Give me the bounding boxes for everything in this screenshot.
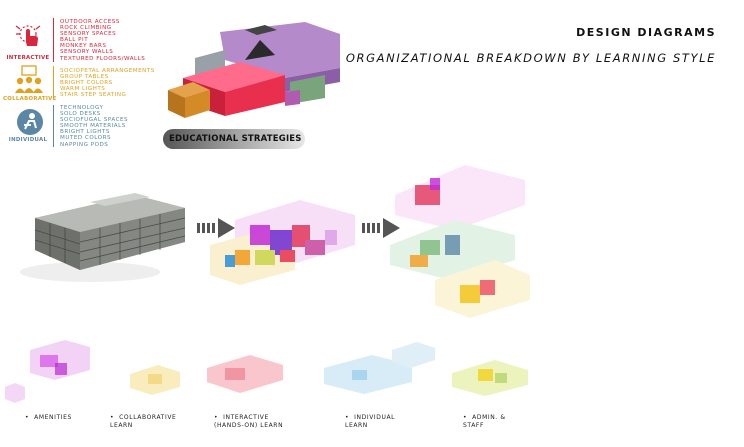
list-item: ROCK CLIMBING: [60, 25, 112, 32]
caption-line: LEARN: [110, 421, 133, 429]
bullet: •: [25, 414, 30, 421]
admin-staff-program-diagram: [452, 360, 528, 396]
exploded-program-diagram: [390, 165, 530, 318]
bullet: •: [463, 414, 468, 421]
list-item: BRIGHT LIGHTS: [60, 129, 110, 136]
list-item: TEXTURED FLOORS/WALLS: [60, 55, 146, 62]
legend-divider: [53, 105, 54, 147]
list-item: BRIGHT COLORS: [60, 80, 113, 87]
list-item: SOCIOFUGAL SPACES: [60, 117, 129, 124]
caption-interactive: • INTERACTIVE (HANDS-ON) LEARN: [214, 414, 283, 429]
caption-line: STAFF: [463, 421, 485, 429]
bullet: •: [110, 414, 115, 421]
list-item: MONKEY BARS: [60, 43, 107, 50]
legend-items-collaborative: SOCIOPETAL ARRANGEMENTS GROUP TABLES BRI…: [60, 68, 155, 98]
caption-line: AMENITIES: [34, 414, 72, 421]
legend-label-collaborative: COLLABORATIVE: [3, 96, 57, 102]
list-item: SENSORY WALLS: [60, 49, 114, 56]
list-item: WARM LIGHTS: [60, 86, 106, 93]
caption-line: LEARN: [345, 421, 368, 429]
list-item: MUTED COLORS: [60, 135, 112, 142]
collaborative-program-diagram: [130, 365, 180, 395]
legend-items-individual: TECHNOLOGY SOLO DESKS SOCIOFUGAL SPACES …: [60, 105, 128, 148]
caption-line: (HANDS-ON) LEARN: [214, 421, 284, 429]
list-item: BALL PIT: [60, 37, 89, 44]
legend-divider: [53, 66, 54, 98]
list-item: SOCIOPETAL ARRANGEMENTS: [60, 68, 155, 74]
hand-pointer-icon: [15, 25, 41, 46]
legend-label-individual: INDIVIDUAL: [8, 137, 48, 143]
combined-program-diagram: [210, 200, 355, 285]
caption-amenities: • AMENITIES: [25, 414, 72, 422]
list-item: SMOOTH MATERIALS: [60, 123, 126, 130]
page-subtitle: ORGANIZATIONAL BREAKDOWN BY LEARNING STY…: [345, 51, 716, 65]
caption-line: INDIVIDUAL: [354, 414, 396, 421]
list-item: OUTDOOR ACCESS: [60, 19, 120, 25]
arrow-right-icon: [362, 218, 400, 238]
person-reading-icon: [17, 109, 43, 135]
bullet: •: [345, 414, 350, 421]
caption-collaborative: • COLLABORATIVE LEARN: [110, 414, 176, 429]
interactive-program-diagram: [207, 355, 283, 393]
caption-line: ADMIN. &: [472, 414, 506, 421]
caption-line: COLLABORATIVE: [119, 414, 177, 421]
group-people-icon: [15, 65, 43, 93]
building-model: [20, 193, 186, 282]
legend-divider: [53, 18, 54, 62]
page-title: DESIGN DIAGRAMS: [576, 26, 716, 39]
caption-line: INTERACTIVE: [223, 414, 269, 421]
caption-individual: • INDIVIDUAL LEARN: [345, 414, 395, 429]
list-item: GROUP TABLES: [60, 74, 109, 81]
list-item: TECHNOLOGY: [60, 105, 104, 111]
educational-strategies-label: EDUCATIONAL STRATEGIES: [163, 129, 305, 149]
bullet: •: [214, 414, 219, 421]
massing-model-diagram: [168, 22, 340, 118]
list-item: STAIR STEP SEATING: [60, 92, 127, 99]
list-item: SENSORY SPACES: [60, 31, 117, 38]
legend-items-interactive: OUTDOOR ACCESS ROCK CLIMBING SENSORY SPA…: [60, 19, 145, 62]
individual-program-diagram: [324, 342, 435, 394]
list-item: NAPPING PODS: [60, 141, 109, 148]
amenities-program-diagram: [5, 340, 90, 403]
legend-label-interactive: INTERACTIVE: [6, 55, 50, 61]
arrow-right-icon: [197, 218, 235, 238]
list-item: SOLO DESKS: [60, 111, 101, 118]
caption-admin-staff: • ADMIN. & STAFF: [463, 414, 506, 429]
